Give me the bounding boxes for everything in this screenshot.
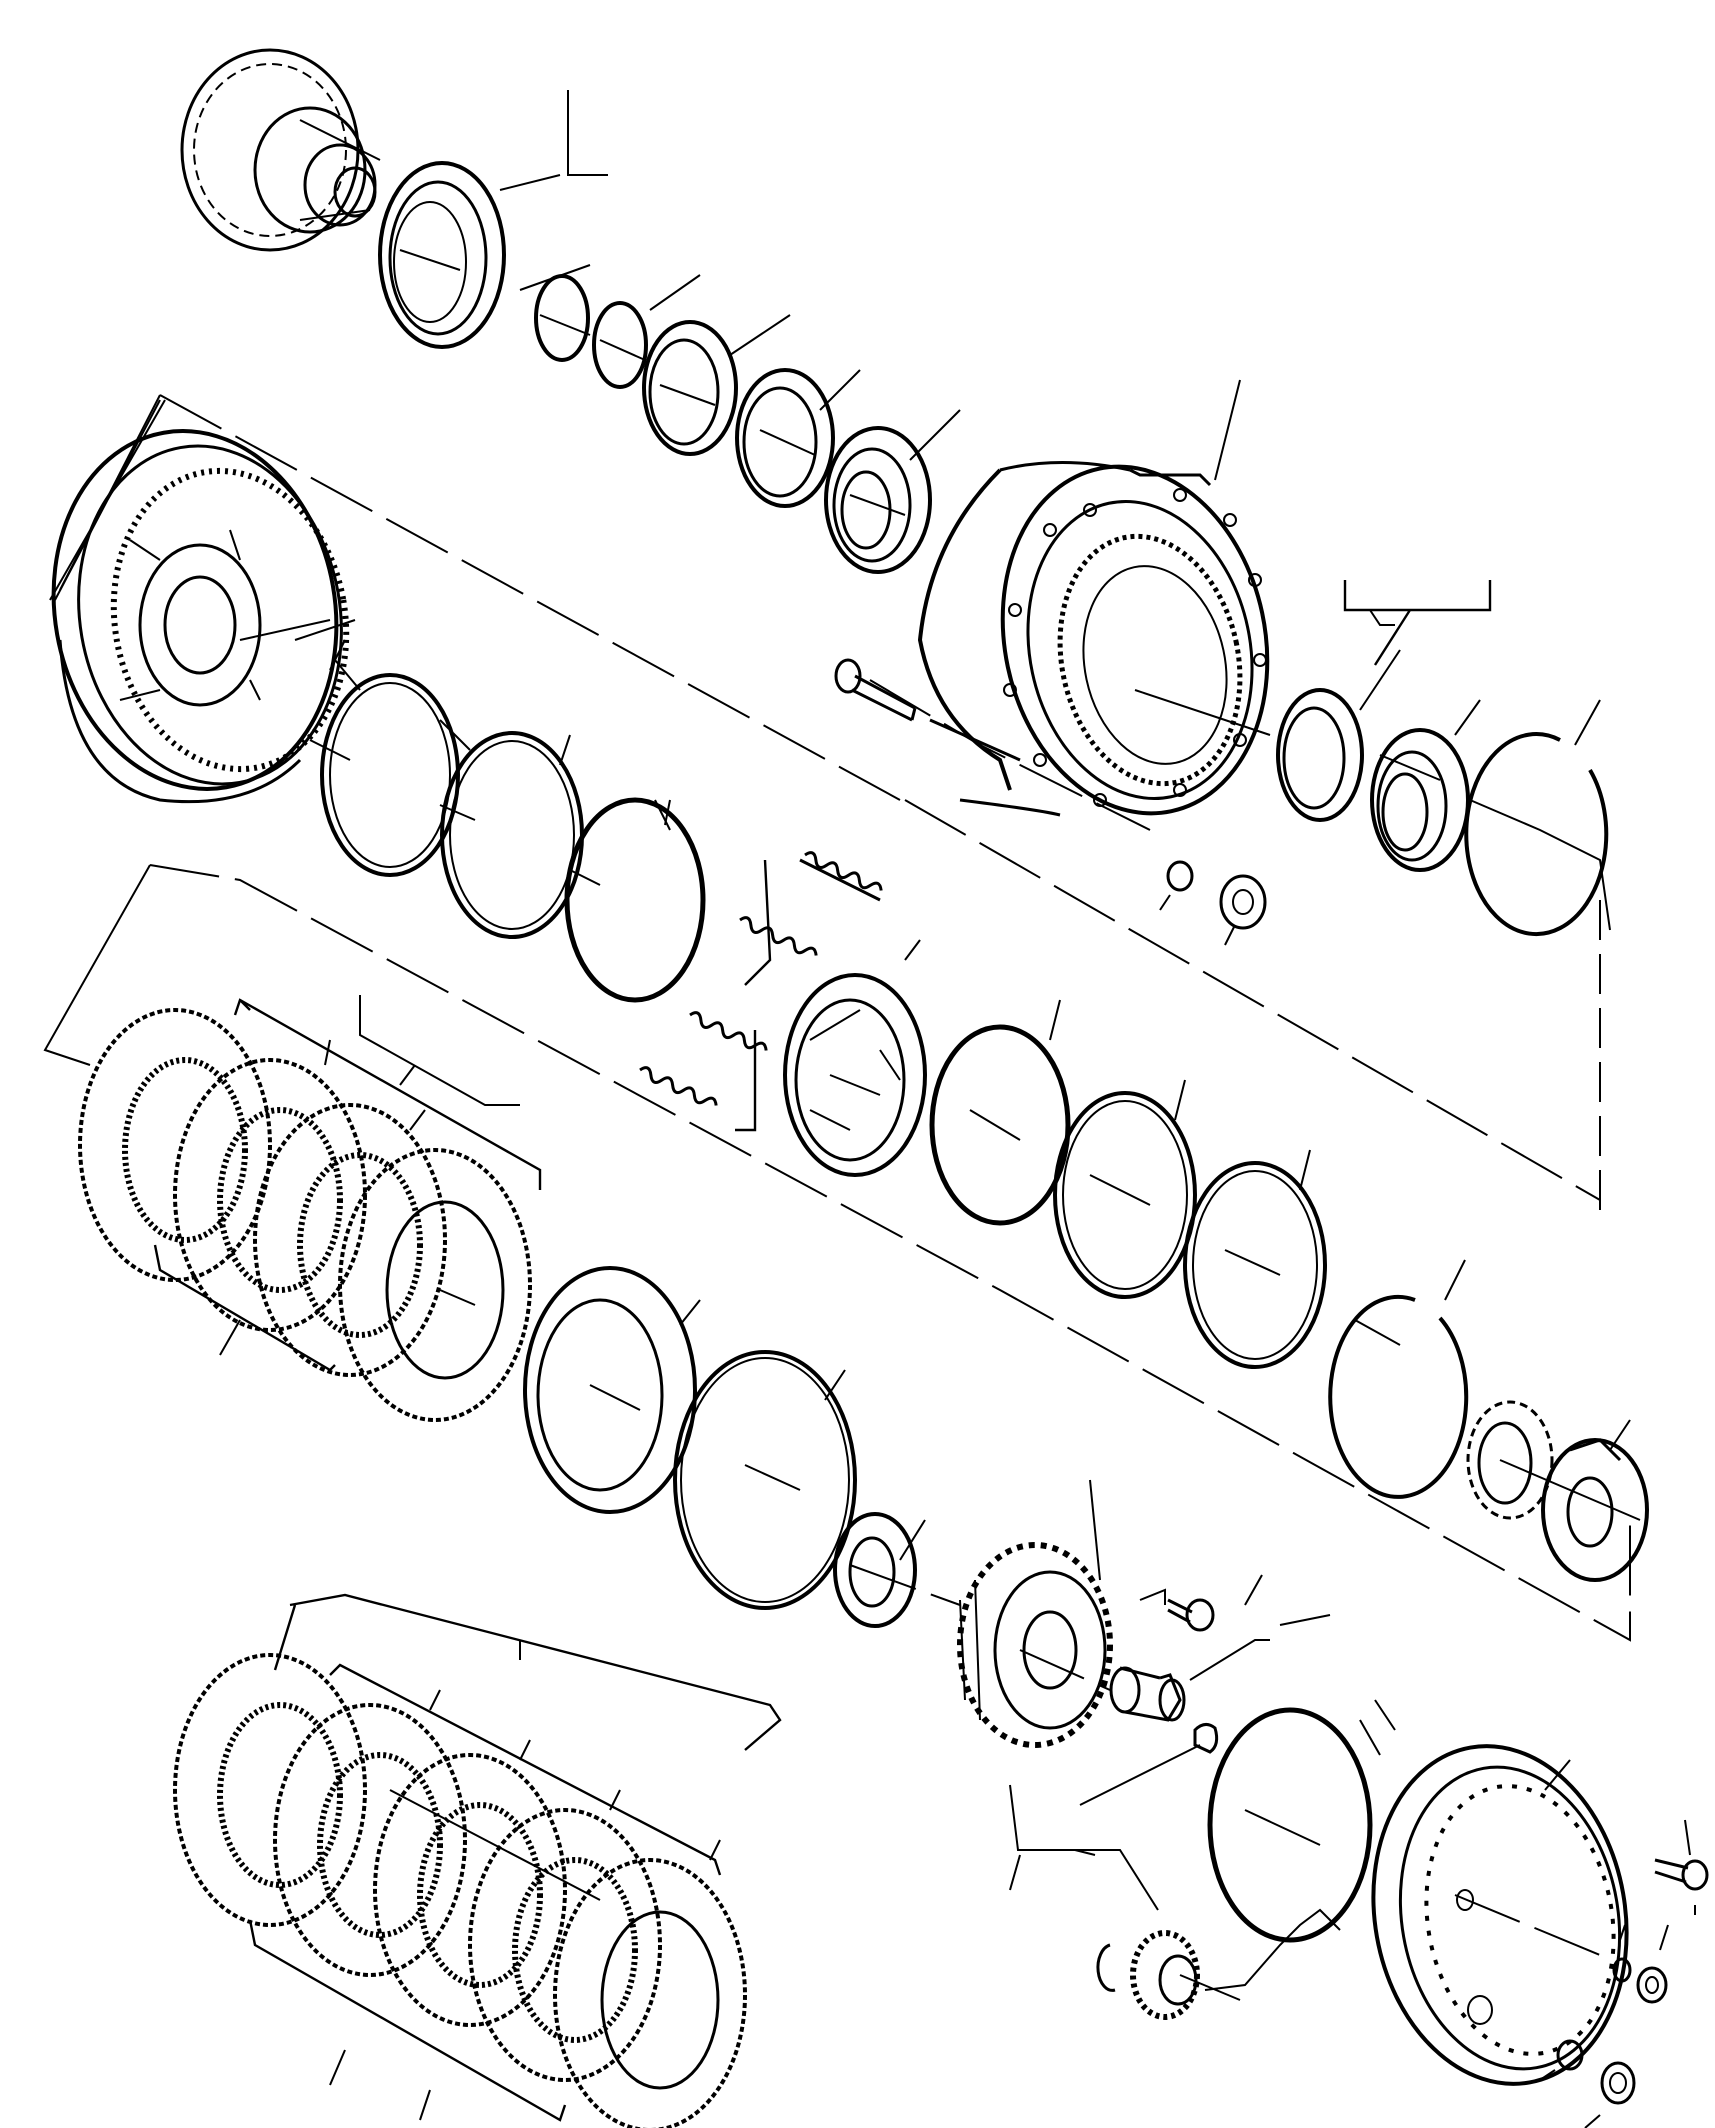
o-ring-small-1 <box>534 274 590 362</box>
plug-1 <box>1636 1966 1668 2004</box>
o-ring-small-2 <box>592 301 648 389</box>
friction-plate-pack-upper <box>78 1008 532 1422</box>
spring-2 <box>739 916 818 956</box>
lock-washer <box>1166 860 1194 892</box>
housing-bolt <box>834 658 917 722</box>
plug-2 <box>1600 2061 1636 2105</box>
snap-ring-1 <box>1464 732 1609 937</box>
friction-plate-pack-lower <box>173 1653 747 2128</box>
bearing-cup-1 <box>642 320 738 456</box>
spring-1 <box>799 851 883 902</box>
key <box>1193 1723 1219 1754</box>
thrust-plate <box>1541 1438 1649 1582</box>
ring-4 <box>1183 1161 1327 1369</box>
planet-gear <box>957 1542 1113 1748</box>
snap-ring-3 <box>673 1350 857 1610</box>
carrier-screw <box>1167 1598 1215 1632</box>
ring-3 <box>1053 1091 1197 1299</box>
cover-screw <box>1654 1858 1709 1891</box>
bearing-cone-2 <box>1370 728 1470 872</box>
spring-3 <box>689 1011 768 1051</box>
planet-shaft <box>1109 1666 1186 1722</box>
bearing-cup-3 <box>1276 688 1364 822</box>
o-ring-large-3 <box>1207 1707 1373 1943</box>
final-drive-housing <box>917 461 1270 817</box>
o-ring-large-1 <box>564 797 706 1003</box>
o-ring-small-3 <box>1612 1957 1632 1983</box>
cover-plate <box>1371 1744 1629 2086</box>
sun-gear <box>1130 1930 1200 2020</box>
spring-4 <box>639 1066 718 1106</box>
thrust-washer <box>833 1512 917 1628</box>
seal-ring-large <box>378 161 506 349</box>
snap-ring-2 <box>1328 1294 1469 1499</box>
needle-cage <box>1466 1400 1554 1520</box>
hex-nut <box>1219 874 1267 930</box>
pressure-plate <box>523 1266 697 1514</box>
retaining-clip <box>1096 1943 1116 1992</box>
ring-gear-carrier <box>51 429 350 804</box>
bearing-cup-2 <box>735 368 835 508</box>
ring-1 <box>320 673 460 877</box>
spring-retainer <box>783 973 927 1177</box>
o-ring-small-4 <box>1556 2039 1584 2071</box>
bearing-cone-1 <box>824 426 932 574</box>
o-ring-large-2 <box>929 1024 1071 1226</box>
wheel-hub <box>180 48 381 252</box>
